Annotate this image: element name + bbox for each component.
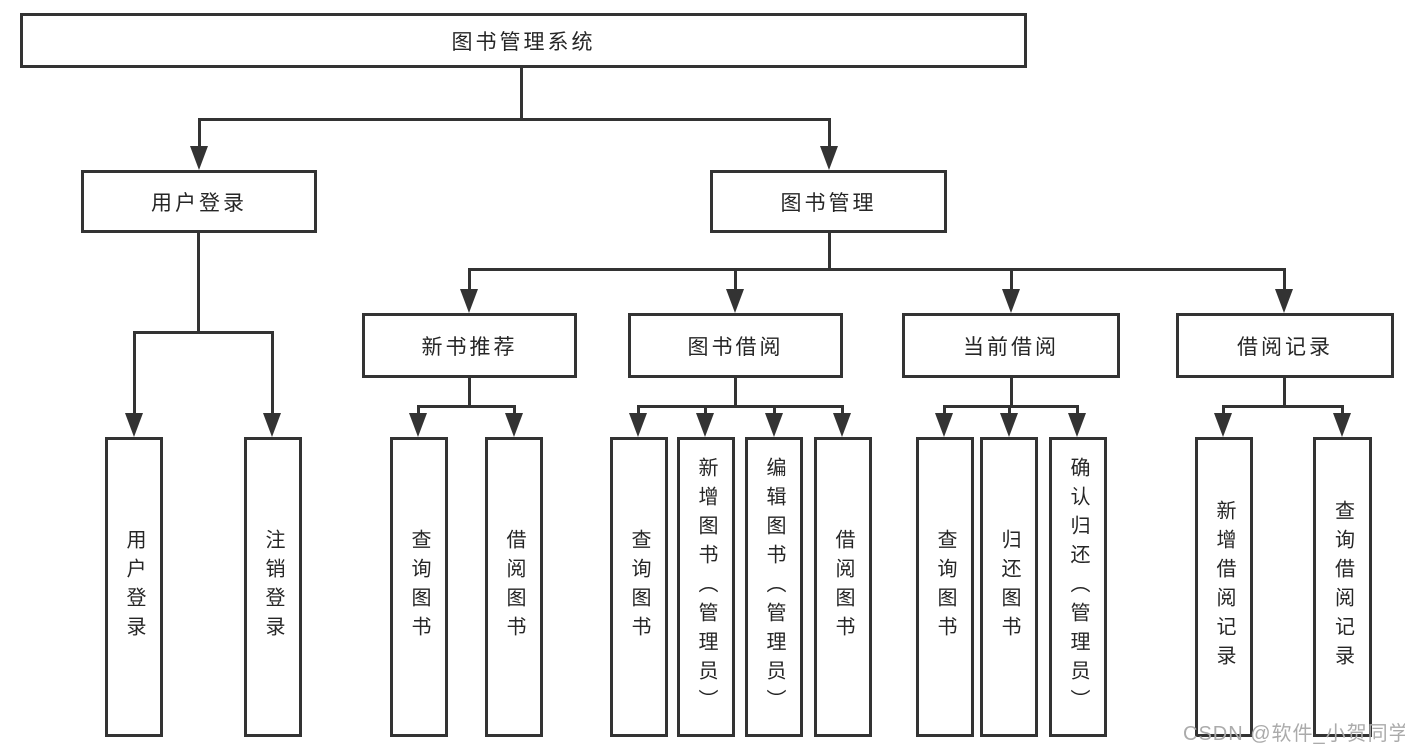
leaf-borrow-add-books-admin-label: 新增图书（管理员） [695,456,717,718]
leaf-new-borrow-books: 借阅图书 [485,437,543,737]
watermark: CSDN @软件_小贺同学 [1183,723,1405,745]
arrow-down [460,289,478,313]
leaf-record-add: 新增借阅记录 [1195,437,1253,737]
leaf-borrow-edit-books-admin-label: 编辑图书（管理员） [763,456,785,718]
connector-drop [513,405,516,419]
leaf-new-query-books: 查询图书 [390,437,448,737]
node-book-borrowing: 图书借阅 [628,313,843,378]
connector-drop [943,405,946,419]
connector-branch [637,405,844,408]
arrow-down [1002,289,1020,313]
connector-drop [1283,268,1286,294]
node-borrowing-records-label: 借阅记录 [1237,335,1333,359]
arrow-down [1333,413,1351,437]
node-root-label: 图书管理系统 [451,30,596,54]
connector-drop [1341,405,1344,419]
connector-root-stem [520,68,523,121]
leaf-new-query-books-label: 查询图书 [408,529,430,645]
arrow-down [409,413,427,437]
leaf-borrow-borrow-books-label: 借阅图书 [832,529,854,645]
leaf-current-return-books: 归还图书 [980,437,1038,737]
leaf-user-logout: 注销登录 [244,437,302,737]
connector-drop [468,268,471,294]
arrow-down [1214,413,1232,437]
leaf-user-login-label: 用户登录 [123,529,145,645]
node-new-book-recommend: 新书推荐 [362,313,577,378]
leaf-record-query: 查询借阅记录 [1313,437,1372,737]
arrow-down [696,413,714,437]
arrow-down [1275,289,1293,313]
connector-drop [133,331,136,417]
node-borrowing-records: 借阅记录 [1176,313,1394,378]
connector-drop [1008,405,1011,419]
leaf-current-return-books-label: 归还图书 [998,529,1020,645]
connector-drop [271,331,274,417]
arrow-down [1068,413,1086,437]
leaf-record-query-label: 查询借阅记录 [1331,500,1354,674]
arrow-down [505,413,523,437]
node-current-borrowing-label: 当前借阅 [963,335,1059,359]
leaf-record-add-label: 新增借阅记录 [1213,500,1235,674]
connector-branch [133,331,274,334]
arrow-down [820,146,838,170]
leaf-current-confirm-return-admin-label: 确认归还（管理员） [1067,456,1089,718]
connector-stem [1283,378,1286,407]
node-user-login: 用户登录 [81,170,317,233]
connector-stem [468,378,471,407]
connector-drop [417,405,420,419]
arrow-down [935,413,953,437]
connector-branch [943,405,1079,408]
node-book-borrowing-label: 图书借阅 [687,335,784,359]
arrow-down [125,413,143,437]
connector-drop [1222,405,1225,419]
leaf-current-confirm-return-admin: 确认归还（管理员） [1049,437,1107,737]
connector-root-branch [198,118,831,121]
arrow-down [765,413,783,437]
connector-stem [197,233,200,333]
leaf-borrow-add-books-admin: 新增图书（管理员） [677,437,735,737]
arrow-down [263,413,281,437]
connector-drop [841,405,844,419]
leaf-current-query-books-label: 查询图书 [934,529,956,645]
connector-drop [734,268,737,294]
arrow-down [833,413,851,437]
connector-drop [773,405,776,419]
leaf-borrow-edit-books-admin: 编辑图书（管理员） [745,437,803,737]
connector-drop [198,118,201,152]
leaf-user-login: 用户登录 [105,437,163,737]
arrow-down [629,413,647,437]
connector-drop [637,405,640,419]
connector-branch [1222,405,1344,408]
node-new-book-recommend-label: 新书推荐 [421,335,518,359]
node-current-borrowing: 当前借阅 [902,313,1120,378]
connector-stem [1010,378,1013,407]
connector-stem [828,233,831,270]
connector-drop [1010,268,1013,294]
node-user-login-label: 用户登录 [151,191,247,215]
connector-drop [1076,405,1079,419]
connector-drop [828,118,831,152]
node-root: 图书管理系统 [20,13,1027,68]
connector-drop [704,405,707,419]
leaf-new-borrow-books-label: 借阅图书 [503,529,525,645]
arrow-down [190,146,208,170]
arrow-down [726,289,744,313]
leaf-current-query-books: 查询图书 [916,437,974,737]
arrow-down [1000,413,1018,437]
leaf-borrow-borrow-books: 借阅图书 [814,437,872,737]
node-book-management-label: 图书管理 [780,191,877,215]
node-book-management: 图书管理 [710,170,947,233]
connector-branch [417,405,516,408]
leaf-borrow-query-books-label: 查询图书 [628,529,650,645]
leaf-user-logout-label: 注销登录 [262,529,284,645]
leaf-borrow-query-books: 查询图书 [610,437,668,737]
connector-branch [468,268,1286,271]
connector-stem [734,378,737,407]
